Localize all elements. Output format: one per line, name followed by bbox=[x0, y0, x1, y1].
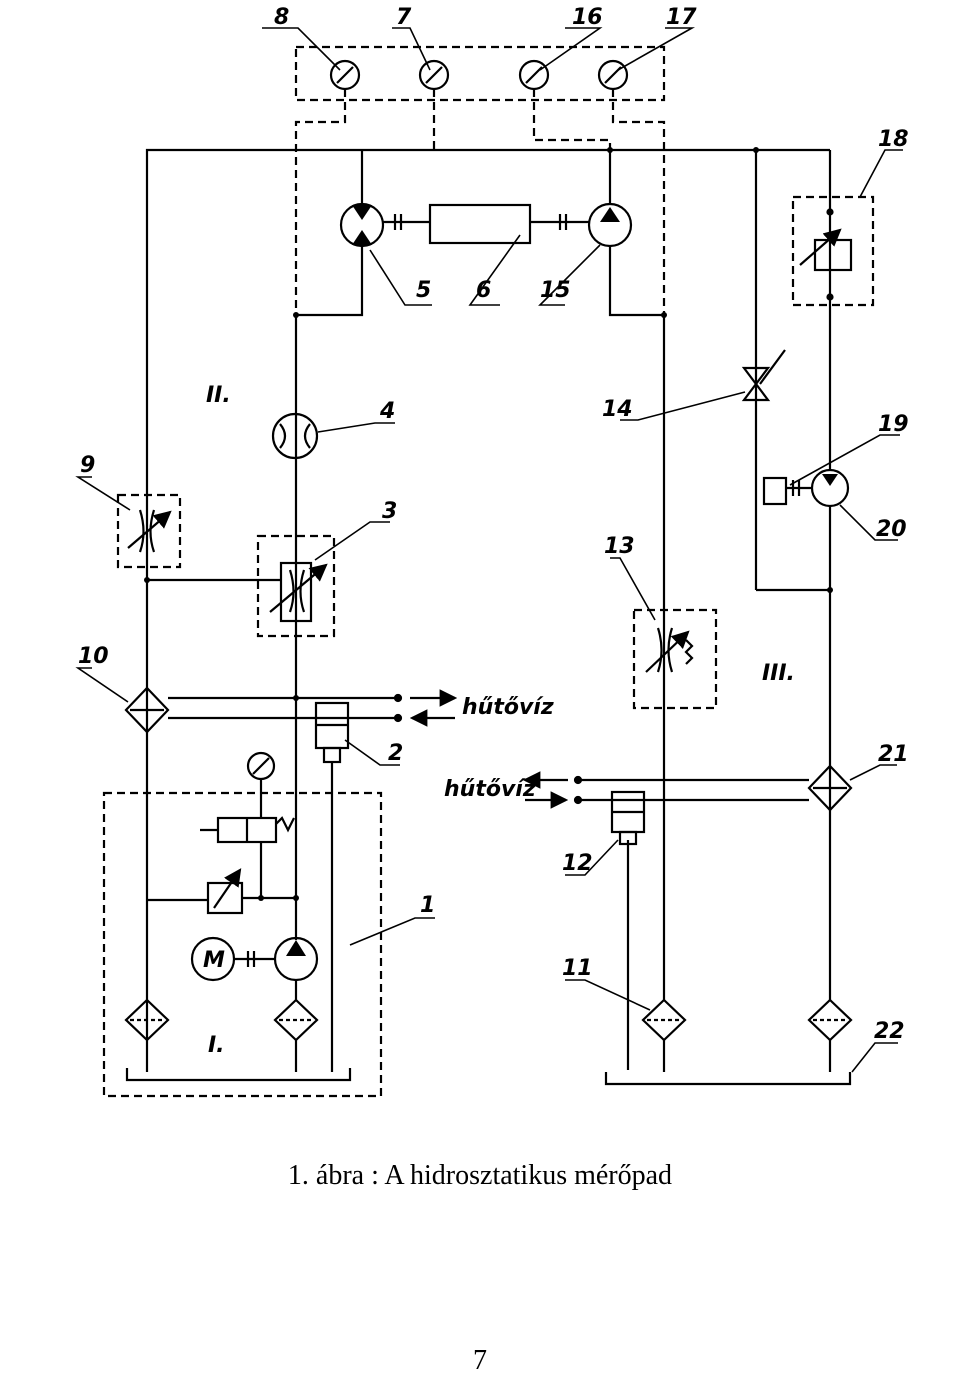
cooler-21 bbox=[580, 764, 853, 812]
circuit-label-I: I. bbox=[208, 1033, 225, 1058]
electric-motor bbox=[190, 936, 276, 982]
throttle-valve-9 bbox=[116, 493, 182, 569]
page-number: 7 bbox=[473, 1345, 487, 1376]
label-6: 6 bbox=[476, 278, 491, 303]
label-5: 5 bbox=[416, 278, 431, 303]
filter-11 bbox=[641, 998, 687, 1072]
tank-right bbox=[604, 1072, 852, 1086]
motor-label: M bbox=[203, 948, 225, 973]
label-15: 15 bbox=[540, 278, 571, 303]
coolant-arrows-left bbox=[393, 689, 458, 727]
gauge-pilot-lines bbox=[294, 89, 666, 315]
power-unit-1 bbox=[102, 791, 383, 1098]
label-18: 18 bbox=[878, 127, 909, 152]
relief-valve-18 bbox=[791, 195, 875, 307]
label-13: 13 bbox=[604, 534, 635, 559]
flow-control-valve-3 bbox=[256, 534, 336, 638]
pressure-gauge-unit bbox=[246, 751, 276, 818]
needle-valve-14 bbox=[741, 349, 786, 402]
figure-caption: 1. ábra : A hidrosztatikus mérőpad bbox=[287, 1160, 673, 1191]
gauge-panel bbox=[294, 45, 666, 102]
label-19: 19 bbox=[878, 412, 909, 437]
tank-left bbox=[125, 1068, 352, 1082]
pressure-gauge-17 bbox=[597, 59, 629, 91]
label-7: 7 bbox=[396, 5, 412, 30]
main-line-left bbox=[145, 148, 180, 1040]
hydraulic-pump-15 bbox=[587, 202, 633, 248]
label-3: 3 bbox=[382, 499, 397, 524]
main-pump bbox=[273, 936, 319, 982]
label-16: 16 bbox=[572, 5, 603, 30]
label-22: 22 bbox=[874, 1019, 905, 1044]
servo-pump-20 bbox=[785, 468, 850, 508]
relief-valve bbox=[206, 868, 244, 915]
label-17: 17 bbox=[666, 5, 697, 30]
suction-filter-mid bbox=[273, 998, 319, 1072]
label-14: 14 bbox=[602, 397, 633, 422]
hydraulic-motor-5 bbox=[339, 202, 385, 248]
circuit-label-III: III. bbox=[762, 661, 795, 686]
circuit-label-II: II. bbox=[206, 383, 231, 408]
flow-meter-4 bbox=[271, 412, 319, 460]
leader-lines bbox=[75, 27, 903, 1073]
motor-19 bbox=[762, 476, 788, 506]
suction-filter-left bbox=[124, 998, 170, 1072]
filter-22 bbox=[807, 998, 853, 1072]
directional-valve bbox=[200, 816, 295, 844]
pressure-gauge-16 bbox=[518, 59, 550, 91]
coolant-label-right: hűtővíz bbox=[444, 777, 536, 802]
label-11: 11 bbox=[562, 956, 593, 981]
label-10: 10 bbox=[78, 644, 109, 669]
label-20: 20 bbox=[876, 517, 907, 542]
oil-cooler-10 bbox=[124, 686, 395, 734]
label-21: 21 bbox=[878, 742, 909, 767]
label-12: 12 bbox=[562, 851, 593, 876]
label-9: 9 bbox=[80, 453, 95, 478]
label-2: 2 bbox=[388, 741, 403, 766]
throttle-valve-13 bbox=[632, 608, 718, 710]
coolant-label-left: hűtővíz bbox=[462, 695, 554, 720]
coolant-arrows-right bbox=[522, 771, 583, 809]
solenoid-valve-2 bbox=[314, 701, 350, 1072]
torque-meter-6 bbox=[383, 203, 590, 245]
label-1: 1 bbox=[420, 893, 435, 918]
pressure-gauge-7 bbox=[418, 59, 450, 91]
label-8: 8 bbox=[274, 5, 289, 30]
label-4: 4 bbox=[379, 399, 395, 424]
solenoid-valve-12 bbox=[610, 790, 646, 846]
